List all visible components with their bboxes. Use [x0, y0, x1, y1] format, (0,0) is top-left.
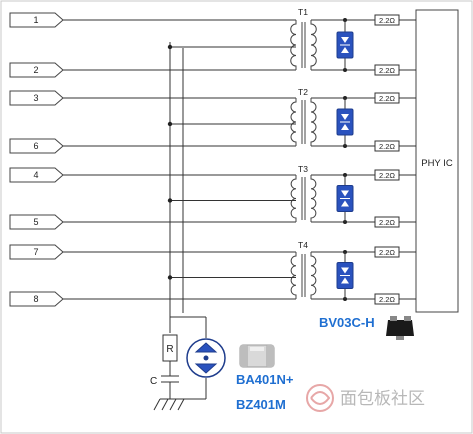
gas-discharge-tube: [186, 338, 226, 378]
input-tag: [9, 244, 64, 260]
input-tag: [9, 214, 64, 230]
earth-ground-symbol: [153, 398, 185, 411]
channel-4: 7 2.2Ω 8 2.2Ω T4: [9, 240, 416, 307]
resistor-value-label: 2.2Ω: [379, 218, 395, 227]
bus-junction-dot: [167, 198, 173, 203]
input-label: 8: [33, 294, 38, 304]
channel-group: 1 2.2Ω 2 2.2Ω T1 3 2.2Ω 6 2.2Ω T2 4 2.2Ω 5 2.2Ω T3 7 2.2…: [9, 7, 416, 307]
secondary-winding: [310, 98, 317, 146]
primary-winding: [290, 20, 297, 70]
secondary-winding: [310, 175, 317, 222]
tvs-diode: [336, 108, 354, 136]
input-label: 2: [33, 65, 38, 75]
input-label: 6: [33, 141, 38, 151]
secondary-winding: [310, 252, 317, 299]
gdt-package-image: [239, 344, 275, 368]
transformer-label: T2: [298, 87, 308, 97]
input-tag: [9, 138, 64, 154]
resistor-value-label: 2.2Ω: [379, 94, 395, 103]
resistor-value-label: 2.2Ω: [379, 295, 395, 304]
resistor-value-label: 2.2Ω: [379, 66, 395, 75]
input-label: 1: [33, 15, 38, 25]
input-label: 4: [33, 170, 38, 180]
tvs-part-label: BV03C-H: [319, 315, 375, 330]
capacitor-label: C: [150, 376, 157, 387]
bus-junction-dot: [167, 44, 173, 50]
tvs-package-image: [386, 316, 414, 340]
primary-winding: [290, 175, 297, 222]
phy-ic-box: [415, 9, 459, 313]
input-tag: [9, 62, 64, 78]
transformer-label: T3: [298, 164, 308, 174]
primary-winding: [290, 98, 297, 146]
bus-junction-dot: [167, 121, 173, 127]
resistor-value-label: 2.2Ω: [379, 248, 395, 257]
gdt-part-label-2: BZ401M: [236, 397, 286, 412]
transformer-label: T1: [298, 7, 308, 17]
resistor-value-label: 2.2Ω: [379, 16, 395, 25]
input-tag: [9, 90, 64, 106]
watermark-logo: [306, 384, 334, 412]
resistor-label: R: [166, 344, 173, 355]
input-label: 7: [33, 247, 38, 257]
tvs-diode: [336, 262, 354, 289]
channel-1: 1 2.2Ω 2 2.2Ω T1: [9, 7, 416, 78]
input-label: 5: [33, 217, 38, 227]
gdt-part-label-1: BA401N+: [236, 372, 294, 387]
primary-winding: [290, 252, 297, 299]
input-label: 3: [33, 93, 38, 103]
phy-ic-label: PHY IC: [421, 158, 453, 169]
input-tag: [9, 167, 64, 183]
transformer-label: T4: [298, 240, 308, 250]
watermark-text: 面包板社区: [340, 389, 425, 408]
tvs-diode: [336, 31, 354, 59]
bus-junction-dot: [167, 275, 173, 280]
channel-2: 3 2.2Ω 6 2.2Ω T2: [9, 87, 416, 154]
input-tag: [9, 12, 64, 28]
secondary-winding: [310, 20, 317, 70]
resistor-value-label: 2.2Ω: [379, 171, 395, 180]
tvs-diode: [336, 185, 354, 212]
channel-3: 4 2.2Ω 5 2.2Ω T3: [9, 164, 416, 230]
resistor-value-label: 2.2Ω: [379, 142, 395, 151]
input-tag: [9, 291, 64, 307]
